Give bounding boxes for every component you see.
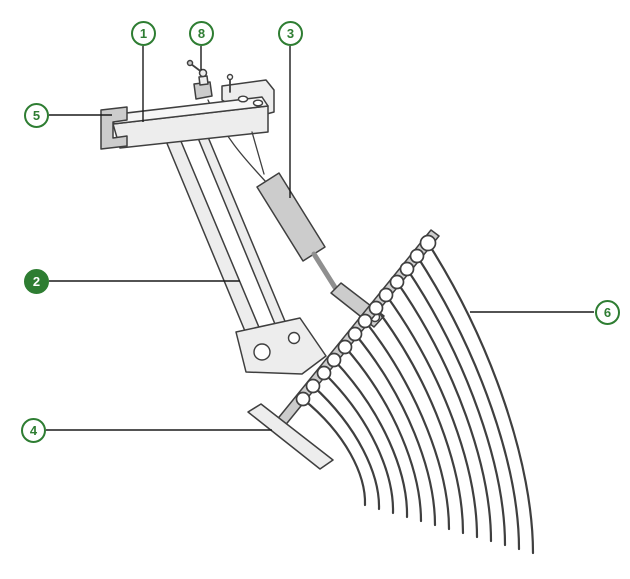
callout-8: 8 <box>189 21 214 46</box>
callout-4-label: 4 <box>29 423 38 438</box>
callout-5-label: 5 <box>32 108 41 123</box>
callout-8-label: 8 <box>197 26 206 41</box>
callout-6: 6 <box>595 300 620 325</box>
callout-2-label: 2 <box>32 274 41 289</box>
callout-2: 2 <box>24 269 49 294</box>
scraper-blade <box>247 403 334 470</box>
tine-coils <box>295 234 437 407</box>
callout-1: 1 <box>131 21 156 46</box>
leader-lines <box>46 46 594 431</box>
callout-1-label: 1 <box>139 26 148 41</box>
callout-3: 3 <box>278 21 303 46</box>
support-arms <box>165 136 293 349</box>
pivot-hole <box>253 343 271 361</box>
callout-5: 5 <box>24 103 49 128</box>
callout-3-label: 3 <box>286 26 295 41</box>
pivot-assembly <box>235 317 327 375</box>
frame-hole <box>237 95 249 103</box>
carrier-hook <box>100 106 128 150</box>
pin-head <box>226 73 234 81</box>
callout-4: 4 <box>21 418 46 443</box>
tines <box>301 241 535 555</box>
shutoff-valve <box>186 59 213 100</box>
frame-hole <box>252 99 264 107</box>
pivot-hole <box>287 331 301 345</box>
mounting-frame <box>100 73 275 150</box>
callout-6-label: 6 <box>603 305 612 320</box>
